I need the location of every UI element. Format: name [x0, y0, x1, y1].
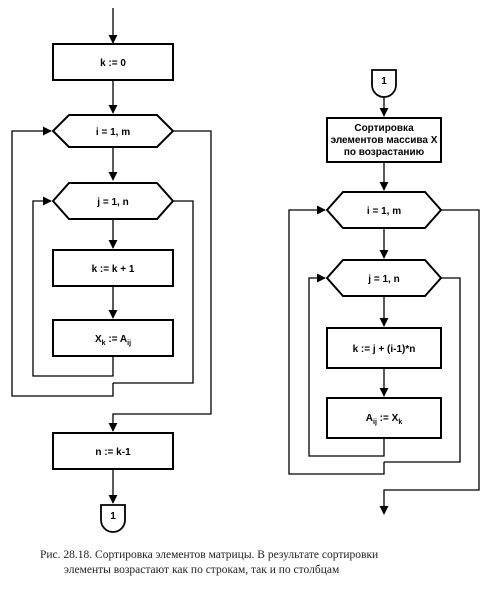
- assign-x-label: Xk := Aij: [95, 334, 131, 347]
- assign-a-label: Aij := Xk: [366, 413, 403, 426]
- loop-i-label-right: i = 1, m: [367, 206, 401, 217]
- offpage-connector-right: [371, 69, 397, 98]
- loop-i-exit-right: [379, 209, 480, 515]
- connector-left-label: 1: [110, 511, 116, 522]
- init-k-label: k := 0: [100, 58, 126, 69]
- right-flowchart: [288, 69, 480, 515]
- loop-i-label: i = 1, m: [96, 127, 130, 138]
- assign-n-label: n := k-1: [95, 447, 131, 458]
- increment-k-label: k := k + 1: [92, 264, 135, 275]
- loop-j-return: [32, 196, 114, 377]
- loop-j-return-right: [308, 273, 385, 457]
- loop-i-exit: [108, 130, 212, 432]
- left-flowchart: [11, 8, 212, 533]
- compute-k-label: k := j + (i-1)*n: [353, 344, 416, 355]
- loop-i-return: [11, 126, 114, 397]
- loop-j-label: j = 1, n: [96, 197, 128, 208]
- figure-caption: Рис. 28.18. Сортировка элементов матрицы…: [40, 548, 470, 578]
- loop-j-exit: [113, 200, 194, 384]
- sort-label-line-1: Сортировка: [354, 123, 414, 134]
- caption-line-1: Рис. 28.18. Сортировка элементов матрицы…: [40, 549, 379, 561]
- loop-i-return-right: [288, 205, 385, 475]
- caption-line-2: элементы возрастают как по строкам, так …: [64, 564, 340, 576]
- loop-j-label-right: j = 1, n: [367, 274, 399, 285]
- connector-right-label: 1: [381, 76, 387, 87]
- sort-label-line-3: по возрастанию: [344, 147, 425, 158]
- sort-label-line-2: элементов массива X: [331, 135, 438, 146]
- offpage-connector-left: [100, 504, 126, 533]
- right-labels: 1 Сортировка элементов массива X по возр…: [331, 76, 438, 426]
- loop-j-exit-right: [384, 277, 461, 463]
- left-labels: k := 0 i = 1, m j = 1, n k := k + 1 Xk :…: [92, 58, 135, 522]
